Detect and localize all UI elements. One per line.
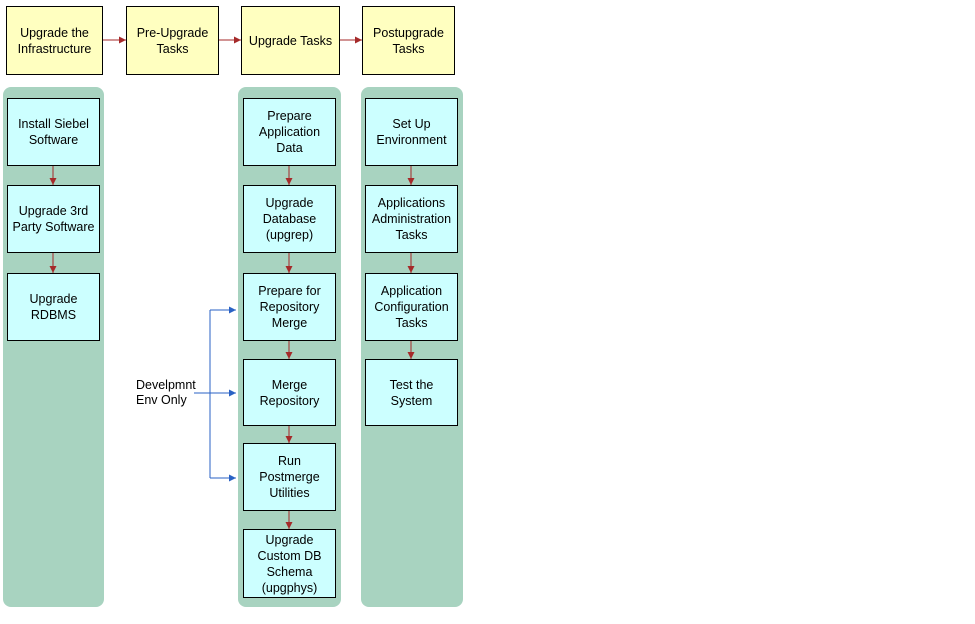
task-upgrade-rdbms: Upgrade RDBMS: [7, 273, 100, 341]
task-applications-administration: Applications Administration Tasks: [365, 185, 458, 253]
task-merge-repository: Merge Repository: [243, 359, 336, 426]
phase-postupgrade-tasks: Postupgrade Tasks: [362, 6, 455, 75]
task-run-postmerge-utilities: Run Postmerge Utilities: [243, 443, 336, 511]
task-prepare-for-repository-merge: Prepare for Repository Merge: [243, 273, 336, 341]
task-upgrade-database: Upgrade Database (upgrep): [243, 185, 336, 253]
task-prepare-application-data: Prepare Application Data: [243, 98, 336, 166]
phase-upgrade-infrastructure: Upgrade the Infrastructure: [6, 6, 103, 75]
postupgrade-column: [361, 87, 463, 607]
task-set-up-environment: Set Up Environment: [365, 98, 458, 166]
task-upgrade-3rd-party-software: Upgrade 3rd Party Software: [7, 185, 100, 253]
task-test-the-system: Test the System: [365, 359, 458, 426]
phase-pre-upgrade-tasks: Pre-Upgrade Tasks: [126, 6, 219, 75]
development-env-note: Develpmnt Env Only: [136, 378, 196, 407]
phase-upgrade-tasks: Upgrade Tasks: [241, 6, 340, 75]
task-application-configuration: Application Configuration Tasks: [365, 273, 458, 341]
task-install-siebel-software: Install Siebel Software: [7, 98, 100, 166]
task-upgrade-custom-db-schema: Upgrade Custom DB Schema (upgphys): [243, 529, 336, 598]
